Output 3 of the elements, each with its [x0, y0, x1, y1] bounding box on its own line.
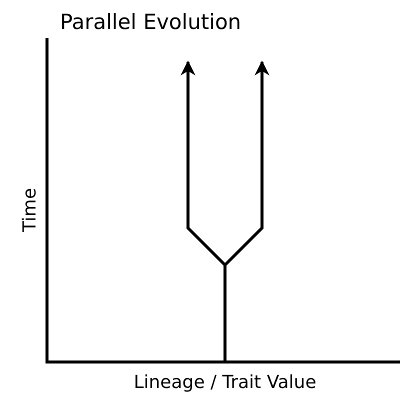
axis-label: Lineage / Trait Value	[134, 372, 316, 393]
chart-title: Parallel Evolution	[60, 10, 242, 34]
axis-label: Time	[20, 188, 40, 232]
